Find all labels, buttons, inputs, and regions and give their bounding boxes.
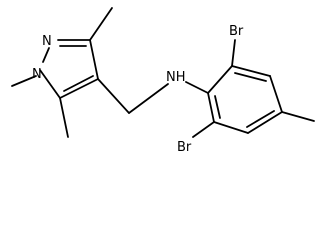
- bond-c4-ch2: [97, 78, 130, 114]
- bond-ch2-nh: [128, 83, 169, 114]
- bond-ar-c4-c5: [247, 111, 283, 134]
- bond-c4-c3: [89, 39, 99, 80]
- atom-label-br-top: Br: [229, 24, 244, 39]
- bond-ar-c2-c3-double: [234, 72, 267, 82]
- bond-c3-methyl: [89, 7, 113, 41]
- bond-ar-c6-c1-double: [214, 95, 221, 119]
- bond-n1-c5: [39, 69, 61, 99]
- atom-label-n-pyrazole-lower: N: [32, 67, 42, 82]
- bond-c5-c4-double: [63, 75, 94, 92]
- bond-ar-methyl: [281, 111, 315, 122]
- bond-c5-c4: [59, 78, 99, 99]
- atom-label-nh: NH: [166, 70, 186, 85]
- bond-nh-aryl: [185, 81, 209, 94]
- chemical-structure: N N NH Br Br: [11, 7, 315, 155]
- bond-ar-c3-c4: [269, 75, 283, 113]
- bond-ar-c2-c3: [231, 65, 271, 77]
- bond-ar-c1-c2: [207, 65, 233, 94]
- bond-ar-c4-c5-double: [246, 110, 275, 128]
- bond-n2-n1: [42, 47, 50, 63]
- bond-ar-c6-c1: [207, 92, 215, 123]
- bond-c5-methyl: [59, 97, 69, 138]
- atom-label-br-bottom: Br: [177, 140, 192, 155]
- bond-ar-br-bottom: [192, 121, 215, 138]
- atom-label-n-pyrazole-upper: N: [42, 34, 52, 49]
- bond-ar-c5-c6: [213, 121, 249, 134]
- bond-ar-br-top: [231, 39, 236, 67]
- bond-n1-methyl: [11, 75, 37, 87]
